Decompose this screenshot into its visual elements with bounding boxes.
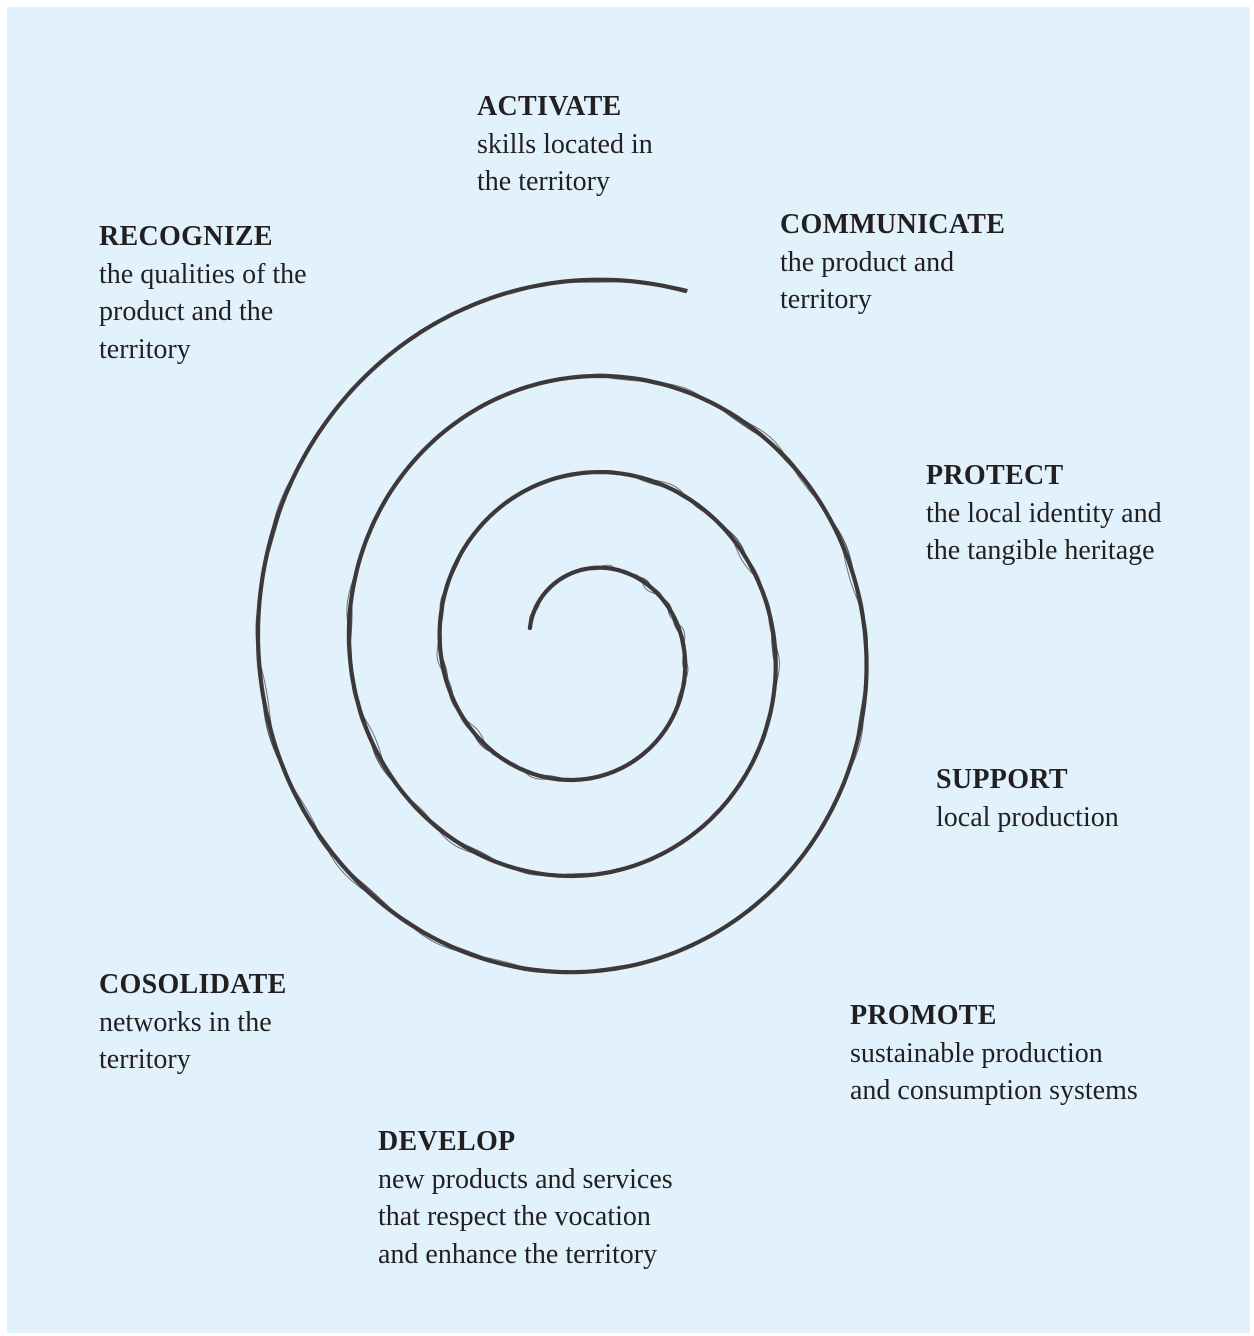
step-develop-description: new products and services that respect t… — [378, 1163, 673, 1270]
step-cosolidate-description: networks in the territory — [99, 1006, 272, 1076]
step-recognize-description: the qualities of the product and the ter… — [99, 258, 307, 365]
step-support-title: SUPPORT — [936, 764, 1068, 795]
step-develop: DEVELOP new products and services that r… — [378, 1123, 673, 1273]
step-cosolidate: COSOLIDATE networks in the territory — [99, 966, 287, 1079]
diagram-background — [7, 7, 1250, 1333]
step-cosolidate-title: COSOLIDATE — [99, 969, 287, 1000]
step-protect-description: the local identity and the tangible heri… — [926, 497, 1162, 567]
step-activate-description: skills located in the territory — [477, 128, 653, 198]
spiral-stroke — [256, 278, 866, 974]
step-recognize-title: RECOGNIZE — [99, 221, 273, 252]
step-protect-title: PROTECT — [926, 460, 1064, 491]
step-communicate-title: COMMUNICATE — [780, 209, 1006, 240]
step-communicate: COMMUNICATE the product and territory — [780, 206, 1005, 319]
step-support: SUPPORT local production — [936, 761, 1119, 836]
step-promote-description: sustainable production and consumption s… — [850, 1037, 1138, 1107]
step-communicate-description: the product and territory — [780, 246, 955, 316]
spiral-stroke — [255, 277, 869, 975]
step-promote: PROMOTE sustainable production and consu… — [850, 997, 1138, 1110]
spiral-strokes — [255, 277, 869, 975]
step-activate-title: ACTIVATE — [477, 91, 622, 122]
step-support-description: local production — [936, 801, 1119, 833]
step-promote-title: PROMOTE — [850, 1000, 997, 1031]
step-develop-title: DEVELOP — [378, 1126, 516, 1157]
step-activate: ACTIVATE skills located in the territory — [477, 88, 653, 201]
step-recognize: RECOGNIZE the qualities of the product a… — [99, 218, 307, 368]
step-protect: PROTECT the local identity and the tangi… — [926, 457, 1162, 570]
